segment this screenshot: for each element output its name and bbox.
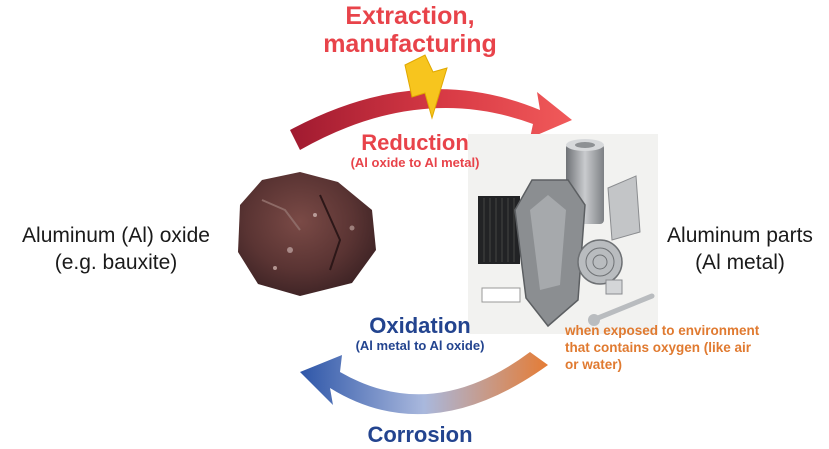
aluminum-oxide-label-line2: (e.g. bauxite) (54, 251, 178, 274)
extraction-title-line2: manufacturing (323, 30, 497, 58)
corrosion-title: Corrosion (367, 422, 473, 447)
aluminum-parts-image (468, 134, 658, 334)
reduction-subtitle: (Al oxide to Al metal) (350, 155, 480, 170)
aluminum-parts-label-line2: (Al metal) (695, 251, 785, 274)
environment-note: when exposed to environment that contain… (565, 322, 805, 373)
aluminum-parts-label-line1: Aluminum parts (667, 224, 813, 247)
oxidation-arrow (300, 352, 548, 415)
bauxite-rock-image (238, 172, 376, 296)
environment-note-line2: that contains oxygen (like air (565, 340, 752, 355)
reduction-arrow (290, 89, 572, 150)
environment-note-line3: or water) (565, 357, 623, 372)
extraction-manufacturing-title: Extraction, manufacturing (270, 2, 550, 58)
reduction-title: Reduction (361, 130, 469, 155)
oxidation-subtitle: (Al metal to Al oxide) (355, 338, 485, 353)
aluminum-parts-label: Aluminum parts (Al metal) (655, 222, 825, 276)
aluminum-oxide-label: Aluminum (Al) oxide (e.g. bauxite) (0, 222, 232, 276)
oxidation-title: Oxidation (369, 313, 471, 338)
extraction-title-line1: Extraction, (345, 2, 475, 30)
environment-note-line1: when exposed to environment (565, 323, 760, 338)
lightning-bolt-icon (404, 54, 448, 120)
aluminum-oxide-label-line1: Aluminum (Al) oxide (22, 224, 210, 247)
